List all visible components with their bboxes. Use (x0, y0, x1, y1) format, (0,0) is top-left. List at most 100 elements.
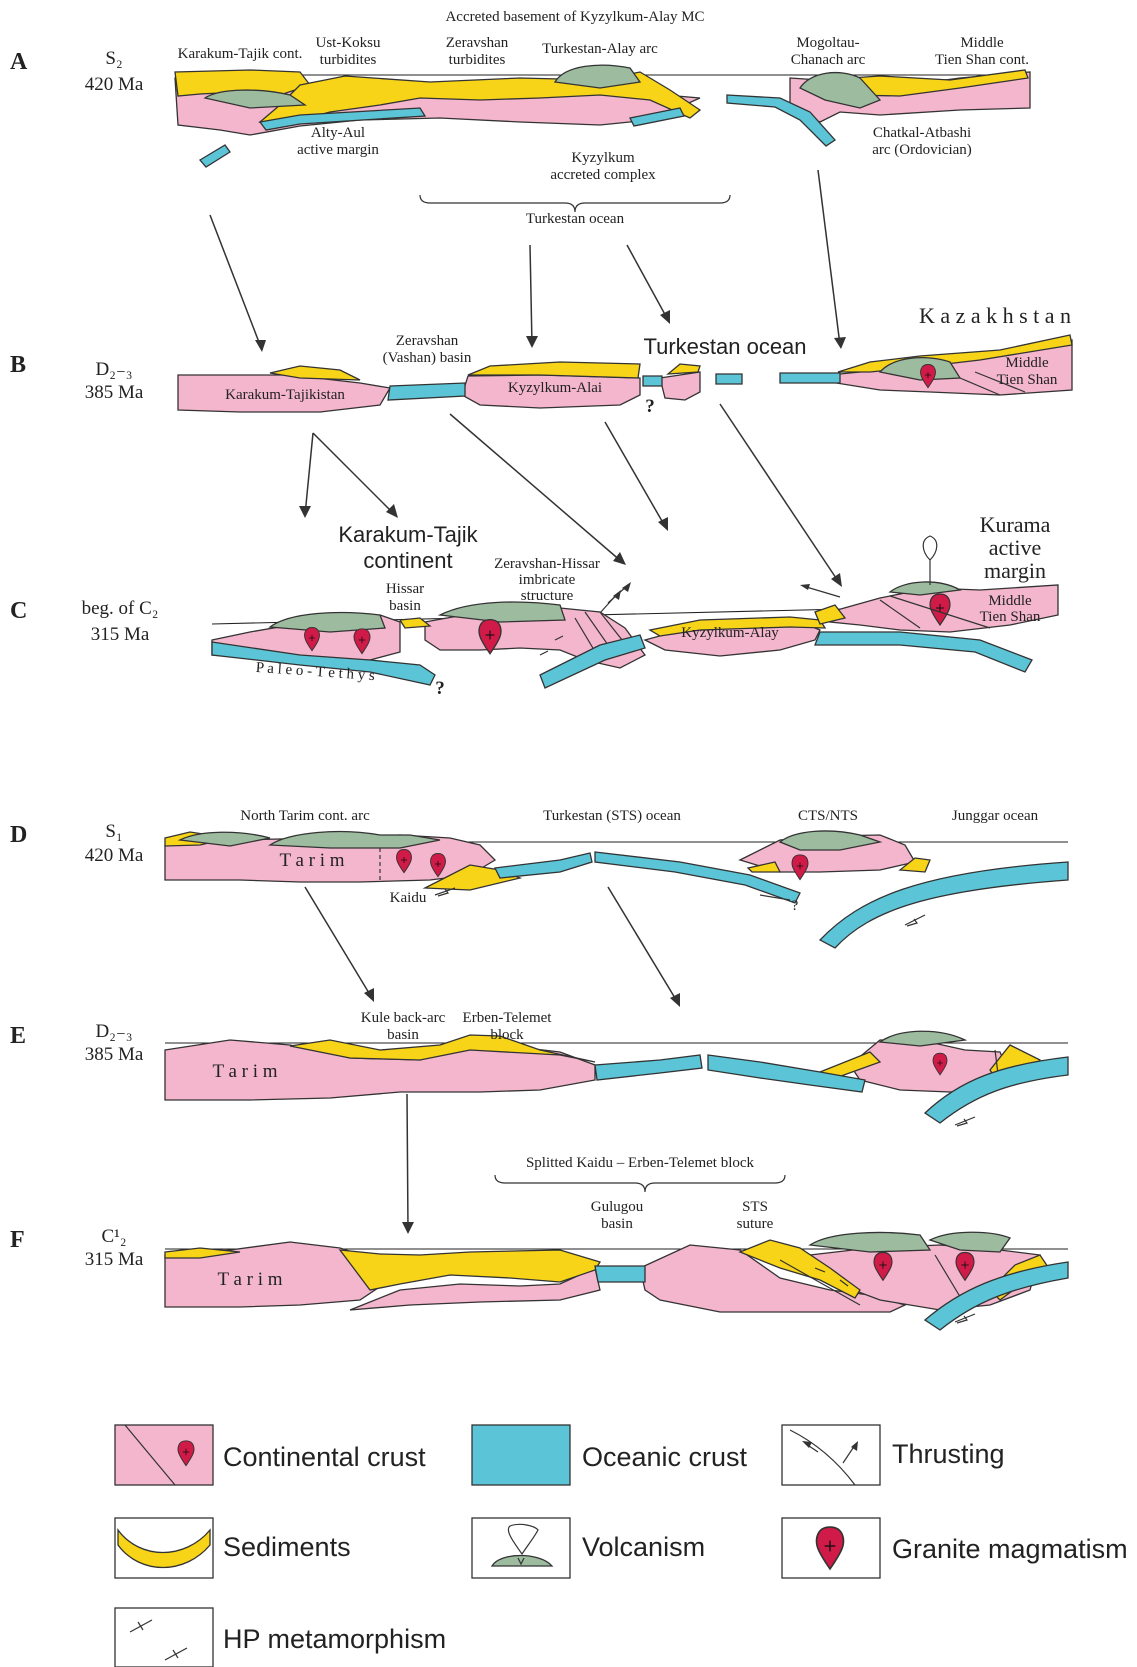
panel-f: F C¹₂ 315 Ma Splitted Kaidu – Erben-Tele… (10, 1155, 1068, 1330)
label-kyzylkum: Kyzylkum-Alai (508, 380, 602, 396)
label-middle-tien-shan: Tien Shan (980, 609, 1041, 625)
panel-age: 420 Ma (85, 74, 144, 95)
label-cts-nts: CTS/NTS (798, 808, 858, 824)
volcanic-arc (880, 1031, 965, 1046)
label-turkestan-alay: Turkestan-Alay arc (542, 41, 658, 57)
panel-letter: F (10, 1227, 25, 1253)
panel-stage: D₂₋₃ (96, 1021, 133, 1042)
legend-label: Granite magmatism (892, 1534, 1128, 1564)
label-karakum: Karakum-Tajik cont. (178, 46, 303, 62)
label-middle-tien-shan: Middle (960, 35, 1004, 51)
panel-c: C beg. of C₂ 315 Ma Karakum-Tajik conti (10, 512, 1058, 699)
label-ustkoksu: Ust-Koksu (315, 35, 381, 51)
label-zh: imbricate (519, 572, 576, 588)
label-erben: Erben-Telemet (463, 1010, 553, 1026)
volcanic-arc (270, 832, 440, 848)
legend: Continental crust Oceanic crust Thrustin… (115, 1425, 1128, 1667)
oceanic-slab (595, 1266, 645, 1282)
brace (495, 1175, 785, 1192)
label-alty-aul: Alty-Aul (311, 125, 365, 141)
label-hissar-basin: Hissar (386, 581, 424, 597)
panel-age: 385 Ma (85, 1044, 144, 1065)
label-kaidu: Kaidu (390, 890, 427, 906)
label-kule: Kule back-arc (361, 1010, 446, 1026)
panel-stage: S₂ (105, 48, 122, 69)
label-ktc: continent (363, 548, 452, 573)
label-kyzylkum: accreted complex (550, 167, 656, 183)
label-north-tarim: North Tarim cont. arc (240, 808, 370, 824)
continental-crust (660, 372, 700, 400)
label-turkestan-ocean: Turkestan (STS) ocean (543, 808, 681, 824)
label-gulugou: basin (601, 1216, 633, 1232)
label-middle-tien-shan: Middle (988, 593, 1032, 609)
legend-continental-crust: Continental crust (115, 1425, 426, 1485)
label-kurama: Kurama (980, 512, 1051, 537)
panel-d: D S₁ 420 Ma North Tarim cont. arc Turkes… (10, 808, 1068, 948)
label-gulugou: Gulugou (591, 1199, 644, 1215)
label-tarim: T a r i m (279, 850, 344, 871)
label-middle-tien-shan: Tien Shan cont. (935, 52, 1029, 68)
label-question: ? (645, 396, 655, 417)
label-mogoltau: Chanach arc (791, 52, 866, 68)
legend-hp-metamorphism: HP metamorphism (115, 1608, 446, 1667)
panel-stage: C¹₂ (102, 1226, 127, 1247)
arrows-d-e (305, 887, 680, 1007)
oceanic-slab (388, 383, 465, 400)
volcanic-arc (270, 613, 385, 632)
legend-label: Oceanic crust (582, 1442, 748, 1472)
label-karakum: Karakum-Tajikistan (225, 387, 345, 403)
label-turkestan-ocean: Turkestan ocean (643, 334, 806, 359)
sediments (468, 362, 640, 378)
legend-thrusting: Thrusting (782, 1425, 1005, 1485)
oceanic-slab (495, 853, 592, 878)
oceanic-slab (595, 1055, 702, 1080)
label-hissar-basin: basin (389, 598, 421, 614)
label-chatkal: arc (Ordovician) (872, 142, 972, 158)
legend-label: Sediments (223, 1532, 351, 1562)
label-ktc: Karakum-Tajik (338, 522, 478, 547)
legend-granite: Granite magmatism (782, 1518, 1128, 1578)
panel-stage: D₂₋₃ (96, 359, 133, 380)
label-alty-aul: active margin (297, 142, 379, 158)
label-zeravshan-basin: Zeravshan (396, 333, 459, 349)
panel-age: 385 Ma (85, 382, 144, 403)
panel-letter: C (10, 598, 27, 624)
label-kazakhstan: K a z a k h s t a n (919, 303, 1071, 328)
label-kyzylkum: Kyzylkum-Alay (681, 625, 779, 641)
legend-oceanic-crust: Oceanic crust (472, 1425, 748, 1485)
panel-letter: A (10, 49, 28, 75)
label-ustkoksu: turbidites (320, 52, 377, 68)
panel-age: 315 Ma (91, 624, 150, 645)
label-sts-suture: suture (737, 1216, 774, 1232)
label-chatkal: Chatkal-Atbashi (873, 125, 971, 141)
label-kurama: margin (984, 558, 1046, 583)
label-middle-tien-shan: Tien Shan (997, 372, 1058, 388)
label-mogoltau: Mogoltau- (796, 35, 859, 51)
arrows-e-f (402, 1094, 414, 1234)
sediments (668, 364, 700, 374)
label-tarim: T a r i m (212, 1061, 277, 1082)
panel-stage: S₁ (105, 821, 122, 842)
label-zeravshan-basin: (Vashan) basin (383, 350, 472, 366)
label-junggar-ocean: Junggar ocean (952, 808, 1039, 824)
legend-sediments: Sediments (115, 1518, 351, 1578)
panel-a: A S₂ 420 Ma Karakum-Tajik cont. Ust-Koks… (10, 35, 1030, 227)
label-erben: block (490, 1027, 524, 1043)
legend-label: HP metamorphism (223, 1624, 446, 1654)
label-zeravshan: turbidites (449, 52, 506, 68)
label-kurama: active (989, 535, 1042, 560)
volcano-plume (923, 536, 937, 585)
legend-volcanism: Volcanism (472, 1518, 705, 1578)
panel-letter: D (10, 822, 27, 848)
top-caption: Accreted basement of Kyzylkum-Alay MC (445, 9, 704, 25)
arrows-a-b (210, 170, 846, 352)
label-question: ? (435, 678, 445, 699)
oceanic-slab (200, 145, 230, 167)
legend-label: Thrusting (892, 1439, 1005, 1469)
panel-letter: B (10, 352, 26, 378)
label-kule: basin (387, 1027, 419, 1043)
panel-age: 420 Ma (85, 845, 144, 866)
oceanic-slab (815, 632, 1032, 672)
panel-letter: E (10, 1023, 26, 1049)
label-sts-suture: STS (742, 1199, 768, 1215)
